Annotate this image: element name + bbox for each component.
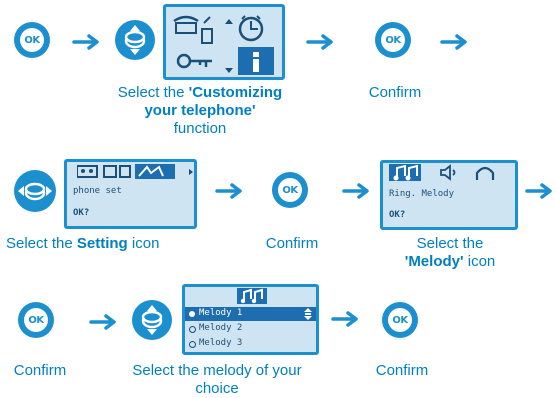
lcd-screen-phone-set: phone set OK? [64,159,197,229]
arrow-right-icon [306,34,333,50]
ok-button-icon[interactable]: OK [14,22,50,58]
caption-confirm: Confirm [375,362,429,379]
caption-bold-customizing: 'Customizing your telephone' [144,84,283,119]
ok-button-label: OK [20,28,44,52]
caption-confirm: Confirm [13,362,67,379]
ok-button-label: OK [24,308,48,332]
clock-icon [238,15,264,42]
music-note-icon [389,164,421,181]
ok-button-label: OK [278,178,302,202]
speaker-icon [440,164,456,181]
melody-list-item[interactable]: Melody 2 [185,323,316,335]
ok-button-icon[interactable]: OK [272,172,308,208]
melody-label: Melody 3 [199,338,243,348]
arrow-right-icon [215,183,242,199]
lcd-screen-ring-melody: Ring. Melody OK? [380,160,518,230]
arrow-right-icon [331,311,358,327]
caption-select-setting: Select the Setting icon [6,235,160,252]
arrow-right-icon [525,183,552,199]
ok-button-label: OK [381,28,405,52]
lcd-line-ok: OK? [389,210,406,220]
info-icon [238,47,274,75]
navigator-leftright-icon[interactable] [14,170,56,212]
ok-button-icon[interactable]: OK [382,302,418,338]
navigator-updown-icon[interactable] [115,20,155,60]
lcd-line-phone-set: phone set [73,186,122,196]
ok-button-icon[interactable]: OK [18,302,54,338]
caption-select-customizing: Select the 'Customizing your telephone' … [117,84,283,137]
arrow-right-icon [89,314,116,330]
arrow-right-icon [342,183,369,199]
melody-label: Melody 1 [199,308,243,318]
melody-list-item-selected[interactable]: Melody 1 [185,307,316,321]
headset-icon [475,166,495,180]
melody-label: Melody 2 [199,323,243,333]
caption-confirm: Confirm [368,84,422,101]
lcd-screen-customizing [163,4,285,80]
caption-select-melody-choice: Select the melody of your choice [132,362,302,397]
ok-button-label: OK [388,308,412,332]
ok-button-icon[interactable]: OK [375,22,411,58]
lcd-line-ring-melody: Ring. Melody [389,189,455,199]
caption-select-melody: Select the 'Melody' icon [404,235,496,270]
arrow-right-icon [440,34,467,50]
melody-list-item[interactable]: Melody 3 [185,338,316,350]
lcd-line-ok: OK? [73,208,90,218]
key-icon [176,53,212,69]
phone-icon [173,15,213,44]
arrow-right-icon [72,34,99,50]
lcd-screen-melody-list: Melody 1 Melody 2 Melody 3 [182,284,319,355]
navigator-updown-icon[interactable] [132,300,172,340]
caption-confirm: Confirm [265,235,319,252]
